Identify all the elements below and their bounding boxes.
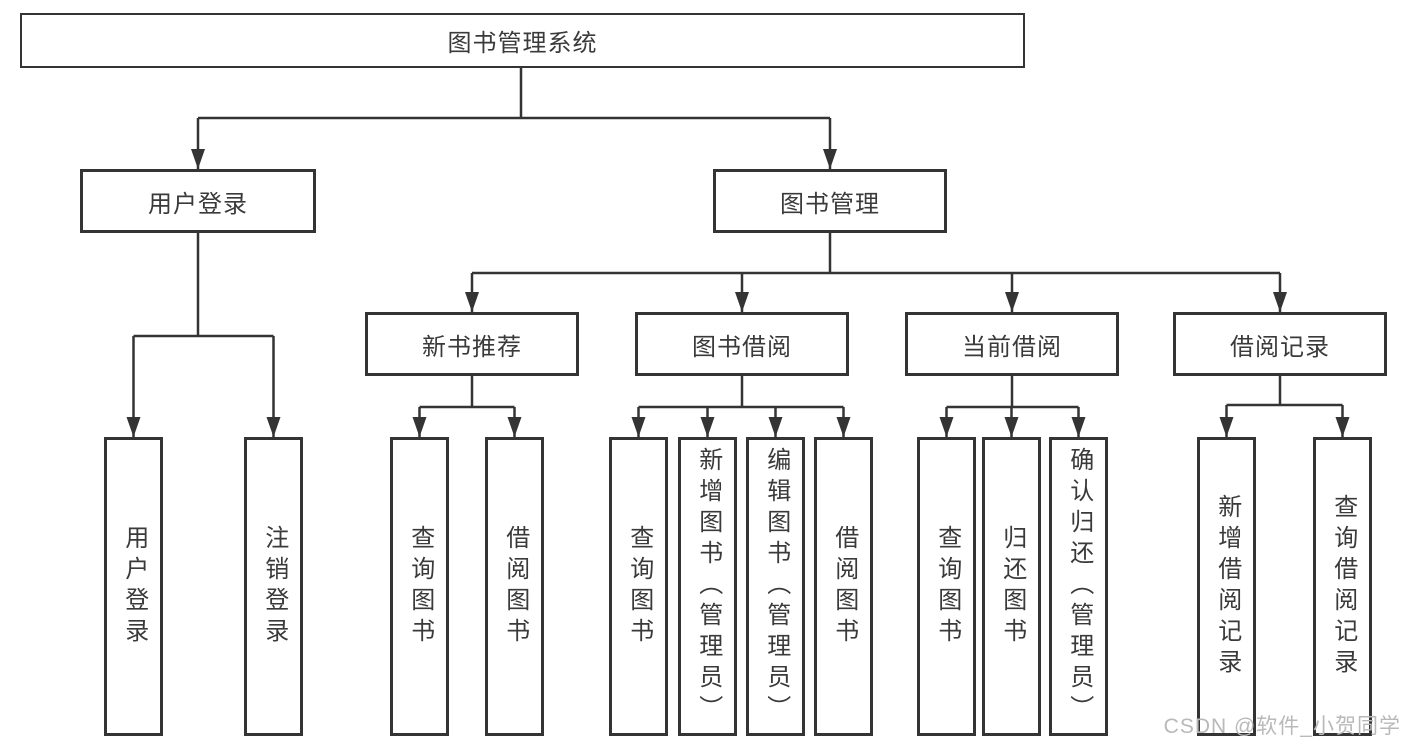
leaf-newbooks-borrow: 借阅图书 <box>485 437 544 736</box>
leaf-borrow-edit: 编辑图书（管理员） <box>746 437 805 736</box>
node-root: 图书管理系统 <box>20 13 1025 68</box>
leaf-borrow-query-label: 查询图书 <box>625 524 653 649</box>
node-borrow-records: 借阅记录 <box>1173 312 1387 376</box>
leaf-logout-label: 注销登录 <box>260 524 288 649</box>
leaf-borrow-add-label: 新增图书（管理员） <box>694 447 722 726</box>
leaf-user-login: 用户登录 <box>104 437 163 736</box>
leaf-current-query: 查询图书 <box>917 437 976 736</box>
watermark: CSDN @软件_小贺同学 <box>1163 715 1401 738</box>
leaf-borrow-borrow: 借阅图书 <box>814 437 873 736</box>
node-user-login: 用户登录 <box>80 169 316 233</box>
leaf-newbooks-query-label: 查询图书 <box>406 524 434 649</box>
leaf-logout: 注销登录 <box>244 437 303 736</box>
leaf-borrow-edit-label: 编辑图书（管理员） <box>762 447 790 726</box>
connector-root <box>191 68 837 169</box>
leaf-current-return: 归还图书 <box>982 437 1041 736</box>
leaf-current-confirm-return-label: 确认归还（管理员） <box>1065 447 1093 726</box>
connector-current-borrow <box>939 376 1086 437</box>
connector-book-mgmt <box>465 233 1287 312</box>
leaf-borrow-query: 查询图书 <box>609 437 668 736</box>
connector-user-login <box>126 233 281 437</box>
leaf-newbooks-borrow-label: 借阅图书 <box>501 524 529 649</box>
node-current-borrow: 当前借阅 <box>905 312 1119 376</box>
connector-book-borrow <box>631 376 851 437</box>
leaf-current-return-label: 归还图书 <box>998 524 1026 649</box>
node-book-mgmt: 图书管理 <box>713 169 947 233</box>
connector-new-books <box>412 376 522 437</box>
node-book-borrow: 图书借阅 <box>635 312 849 376</box>
leaf-borrow-borrow-label: 借阅图书 <box>830 524 858 649</box>
leaf-records-add: 新增借阅记录 <box>1197 437 1256 736</box>
connector-borrow-records <box>1219 376 1350 437</box>
leaf-borrow-add: 新增图书（管理员） <box>678 437 737 736</box>
leaf-current-query-label: 查询图书 <box>933 524 961 649</box>
node-new-books: 新书推荐 <box>365 312 579 376</box>
leaf-records-query: 查询借阅记录 <box>1313 437 1372 736</box>
leaf-current-confirm-return: 确认归还（管理员） <box>1049 437 1108 736</box>
leaf-records-add-label: 新增借阅记录 <box>1213 493 1241 680</box>
leaf-newbooks-query: 查询图书 <box>390 437 449 736</box>
leaf-records-query-label: 查询借阅记录 <box>1329 493 1357 680</box>
leaf-user-login-label: 用户登录 <box>120 524 148 649</box>
